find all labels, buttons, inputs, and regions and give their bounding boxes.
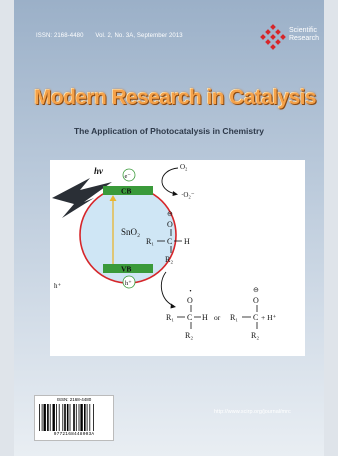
h-plus-label: h⁺ [54,282,62,290]
publisher-line2: Research [289,35,319,42]
reduction-arrowhead [172,191,178,196]
or-label: or [214,313,221,322]
r1-label-a: R₁ [146,237,154,246]
hole-label: h⁺ [125,280,132,287]
issue-info: ISSN: 2168-4480 Vol. 2, No. 3A, Septembe… [36,33,193,39]
cb-label: CB [121,187,131,196]
c-label-c: C [253,313,258,322]
publisher-line1: Scientific [289,27,318,34]
minus-charge-c: ⊖ [253,286,259,294]
vb-label: VB [121,265,131,274]
o2-radical-label: ·O₂⁻ [181,191,195,199]
o-label-a: O [167,220,173,229]
issue-subtitle: The Application of Photocatalysis in Che… [73,126,265,136]
hole-transfer-arrowhead [170,303,176,309]
excitation-arrowhead [109,195,117,201]
scientific-research-logo-icon [260,24,286,50]
r2-label-a: R₂ [165,255,173,264]
electron-marker [122,168,136,182]
valence-band [103,264,153,273]
reduction-arrow [161,167,179,195]
o2-label: O₂ [180,163,188,171]
photocatalysis-figure: hv e⁻ CB SnO₂ VB h⁺ h⁺ O₂ ·O₂⁻ [50,160,305,356]
barcode-panel: ISSN: 2168-4480 9772168448003A [34,395,114,441]
minus-charge-a: ⊖ [167,210,173,218]
c-label-a: C [167,237,172,246]
h-label-b: H [202,313,208,322]
hv-label: hv [94,166,104,176]
barcode-issn: ISSN: 2168-4480 [56,397,92,402]
issn-label: ISSN: 2168-4480 [36,33,84,39]
material-label: SnO₂ [121,227,140,237]
r1-label-c: R₁ [230,313,238,322]
electron-label: e⁻ [125,173,132,180]
h-label-a: H [184,237,190,246]
o-label-c: O [253,296,259,305]
conduction-band [103,186,153,195]
publisher-name: Scientific Research [289,27,319,43]
hole-marker [122,275,136,289]
barcode-number: 9772168448003A [53,432,95,437]
volume-label: Vol. 2, No. 3A, September 2013 [95,33,183,39]
journal-cover: ISSN: 2168-4480 Vol. 2, No. 3A, Septembe… [14,0,324,456]
plus-h-label: + H⁺ [261,313,277,322]
journal-url: http://www.scirp.org/journal/mrc [214,409,291,415]
r1-label-b: R₁ [166,313,174,322]
photocatalysis-diagram: hv e⁻ CB SnO₂ VB h⁺ h⁺ O₂ ·O₂⁻ [52,163,277,340]
r2-label-c: R₂ [251,331,259,340]
hole-transfer-arrow [160,271,175,307]
r2-label-b: R₂ [185,331,193,340]
c-label-b: C [187,313,192,322]
journal-title: Modern Research in Catalysis [34,86,317,109]
radical-dot: · [189,286,192,296]
barcode-icon [39,404,94,431]
lightning-bolt-icon [52,178,112,218]
o-label-b: O [187,296,193,305]
